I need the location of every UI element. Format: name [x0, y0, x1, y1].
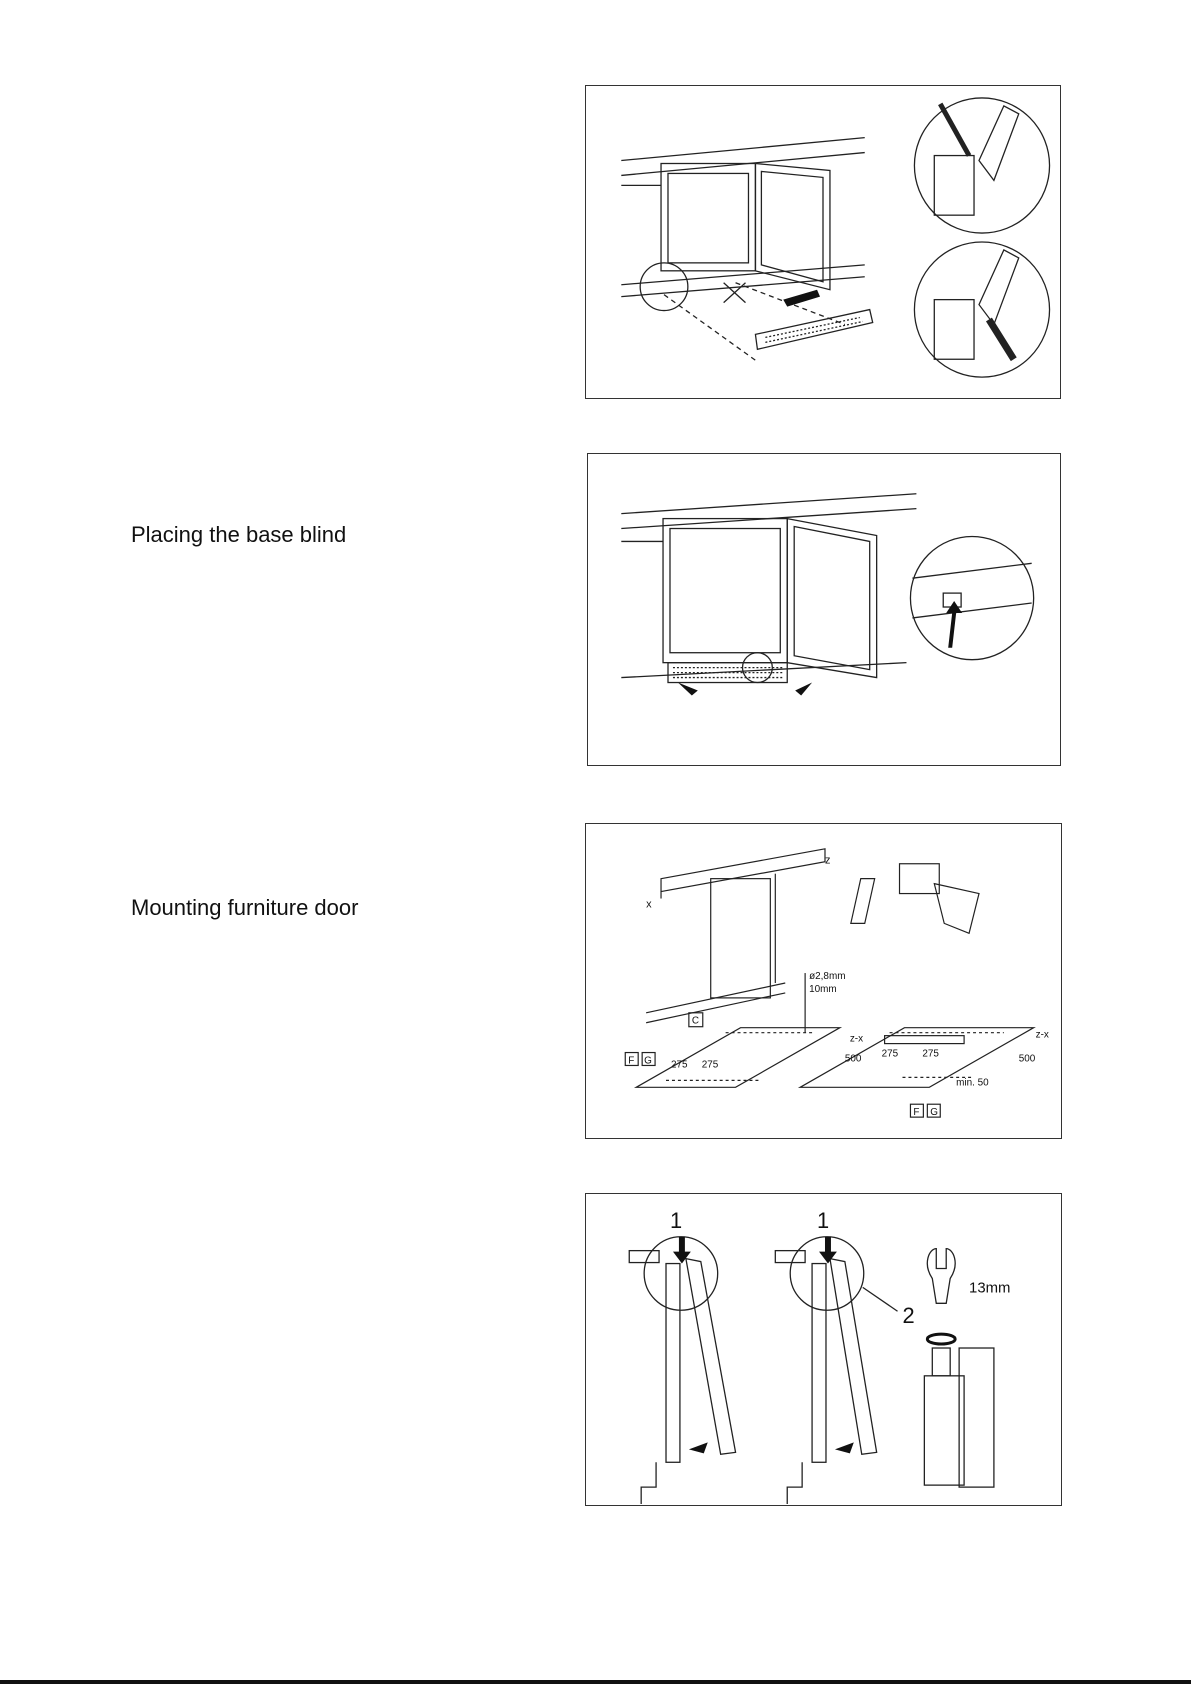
section-heading-base-blind: Placing the base blind [131, 522, 346, 548]
figure-base-grille-removal [585, 85, 1061, 399]
dimension-min-50: min. 50 [956, 1077, 989, 1088]
dimension-500-left: 500 [845, 1053, 862, 1064]
step-1-label-right: 1 [817, 1208, 829, 1233]
step-2-label: 2 [902, 1303, 914, 1328]
dimension-275-a: 275 [671, 1059, 688, 1070]
page-bottom-rule [0, 1680, 1191, 1684]
part-c-label: C [692, 1016, 699, 1027]
part-f-label: F [628, 1055, 634, 1066]
furniture-door-mounting-illustration: x z ø2,8mm 10mm C F G 275 275 500 z-x 27… [586, 824, 1061, 1138]
part-f-label-right: F [913, 1107, 919, 1118]
section-heading-furniture-door: Mounting furniture door [131, 895, 358, 921]
figure-door-adjustment: 1 1 2 13mm [585, 1193, 1062, 1506]
base-blind-placement-illustration [588, 454, 1060, 765]
figure-mounting-furniture-door: x z ø2,8mm 10mm C F G 275 275 500 z-x 27… [585, 823, 1062, 1139]
base-grille-removal-illustration [586, 86, 1060, 398]
part-g-label-right: G [930, 1107, 938, 1118]
label-z: z [825, 855, 830, 867]
dimension-zx-right: z-x [1036, 1030, 1049, 1041]
dimension-500-right: 500 [1019, 1053, 1036, 1064]
dimension-275-c: 275 [882, 1049, 899, 1060]
dimension-275-b: 275 [702, 1059, 719, 1070]
drill-diameter: ø2,8mm [809, 971, 845, 982]
drill-depth: 10mm [809, 984, 837, 995]
dimension-zx-left: z-x [850, 1034, 863, 1045]
label-x: x [646, 898, 652, 910]
part-g-label: G [644, 1055, 652, 1066]
wrench-size-label: 13mm [969, 1280, 1010, 1296]
door-adjustment-illustration: 1 1 2 13mm [586, 1194, 1061, 1505]
step-1-label-left: 1 [670, 1208, 682, 1233]
figure-placing-base-blind [587, 453, 1061, 766]
dimension-275-d: 275 [922, 1049, 939, 1060]
